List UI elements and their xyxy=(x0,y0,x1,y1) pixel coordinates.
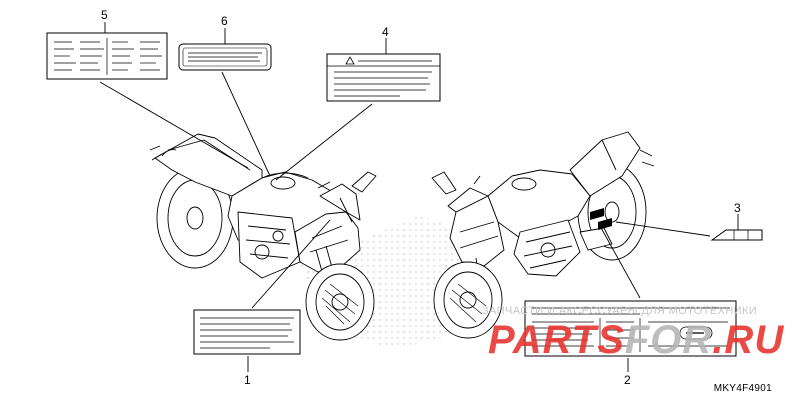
callout-1: 1 xyxy=(244,373,251,387)
diagram-part-code: MKY4F4901 xyxy=(713,383,772,394)
watermark-logo: PARTSFOR.RU xyxy=(488,318,784,363)
label-1-box xyxy=(193,309,301,355)
callout-2: 2 xyxy=(624,373,631,387)
label-5-box xyxy=(46,32,168,80)
label-3-box xyxy=(710,229,763,241)
callout-3: 3 xyxy=(734,201,741,215)
right-bike-sticker-marks xyxy=(590,208,612,230)
callout-5: 5 xyxy=(101,8,108,22)
callout-6: 6 xyxy=(221,14,228,28)
label-2-box xyxy=(524,300,737,357)
left-brake-disc xyxy=(321,283,359,325)
callout-4: 4 xyxy=(382,25,389,39)
watermark-logo-for: FOR xyxy=(624,318,713,362)
right-motorcycle-illustration xyxy=(431,131,655,339)
label-6-box xyxy=(178,43,272,71)
watermark-logo-parts: PARTS xyxy=(488,318,625,362)
right-brake-disc xyxy=(449,283,487,323)
watermark-caption: ЗАПЧАСТИ И АКСЕССУАРЫ ДЛЯ МОТОТЕХНИКИ xyxy=(482,305,758,317)
left-motorcycle-illustration xyxy=(149,133,377,341)
watermark-logo-ru: .RU xyxy=(712,318,785,362)
warning-triangle-icon xyxy=(345,56,355,65)
leader-lines xyxy=(99,22,739,372)
label-4-box xyxy=(326,53,441,102)
